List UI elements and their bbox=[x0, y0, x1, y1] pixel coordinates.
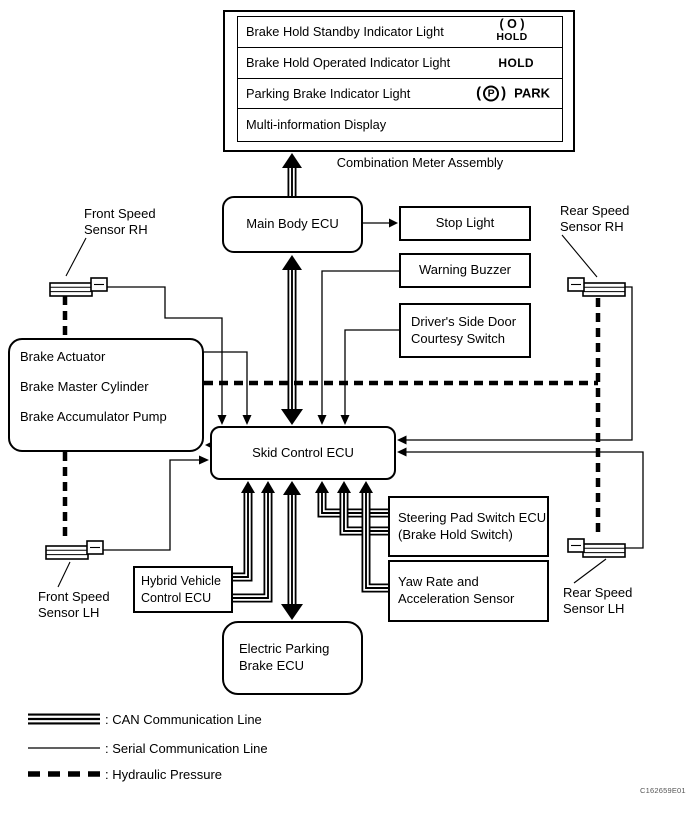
node-label-line2: Acceleration Sensor bbox=[398, 591, 515, 606]
front-rh-sensor-icon bbox=[49, 277, 108, 297]
indicator-label: Parking Brake Indicator Light bbox=[246, 85, 411, 101]
node-brake-actuator: Brake Actuator Brake Master Cylinder Bra… bbox=[8, 338, 204, 452]
label-line2: Sensor LH bbox=[563, 601, 625, 617]
label-line2: Sensor LH bbox=[38, 605, 100, 621]
node-steering-pad-switch-ecu: Steering Pad Switch ECU (Brake Hold Swit… bbox=[388, 496, 549, 557]
node-label-line1: Yaw Rate and bbox=[398, 574, 479, 590]
node-label-line1: Hybrid Vehicle bbox=[141, 574, 221, 589]
label-line1: Front Speed bbox=[38, 589, 110, 604]
meter-indicator-table: Brake Hold Standby Indicator Light ( O )… bbox=[237, 16, 563, 142]
brake-hold-standby-symbol: ( O ) bbox=[499, 17, 525, 31]
node-main-body-ecu: Main Body ECU bbox=[222, 196, 363, 253]
node-label-line2: Brake Master Cylinder bbox=[20, 378, 149, 394]
serial-communication-lines bbox=[103, 218, 644, 551]
label-rear-speed-sensor-lh: Rear Speed Sensor LH bbox=[563, 585, 632, 618]
label-line2: Sensor RH bbox=[84, 222, 148, 238]
hydraulic-pressure-lines bbox=[62, 296, 601, 540]
indicator-label: Brake Hold Standby Indicator Light bbox=[246, 24, 444, 40]
node-label: Main Body ECU bbox=[246, 216, 339, 232]
label-line1: Rear Speed bbox=[560, 203, 630, 218]
circled-p-icon: P bbox=[483, 85, 500, 102]
legend-serial-label: : Serial Communication Line bbox=[105, 741, 268, 756]
node-label-line2: (Brake Hold Switch) bbox=[398, 526, 513, 542]
rear-lh-sensor-icon bbox=[567, 538, 626, 558]
label-front-speed-sensor-lh: Front Speed Sensor LH bbox=[38, 589, 110, 622]
indicator-label: Multi-information Display bbox=[246, 117, 387, 133]
node-label-line1: Steering Pad Switch ECU bbox=[398, 509, 547, 525]
meter-row-brake-hold-standby: Brake Hold Standby Indicator Light ( O )… bbox=[238, 17, 562, 48]
hold-caption: HOLD bbox=[496, 30, 528, 43]
node-label-line2: Control ECU bbox=[141, 590, 212, 605]
node-label-line2: Brake ECU bbox=[239, 658, 305, 673]
node-label-line1: Brake Actuator bbox=[20, 349, 106, 364]
node-label-line1: Electric Parking bbox=[239, 641, 330, 657]
parking-brake-indicator-icon: ( P ) PARK bbox=[476, 85, 550, 102]
node-label: Warning Buzzer bbox=[419, 262, 511, 278]
legend-hydraulic-label: : Hydraulic Pressure bbox=[105, 767, 223, 782]
node-skid-control-ecu: Skid Control ECU bbox=[210, 426, 396, 480]
meter-row-brake-hold-operated: Brake Hold Operated Indicator Light HOLD bbox=[238, 48, 562, 79]
meter-row-parking-brake: Parking Brake Indicator Light ( P ) PARK bbox=[238, 79, 562, 110]
brake-hold-standby-indicator-icon: ( O ) HOLD bbox=[480, 17, 544, 43]
indicator-label: Brake Hold Operated Indicator Light bbox=[246, 55, 451, 71]
park-caption: PARK bbox=[514, 85, 550, 101]
legend-can-label: : CAN Communication Line bbox=[105, 712, 262, 727]
node-label-line3: Brake Accumulator Pump bbox=[20, 408, 167, 424]
node-hybrid-vehicle-control-ecu: Hybrid Vehicle Control ECU bbox=[133, 566, 233, 613]
front-lh-sensor-icon bbox=[45, 540, 104, 560]
label-front-speed-sensor-rh: Front Speed Sensor RH bbox=[84, 206, 156, 239]
label-rear-speed-sensor-rh: Rear Speed Sensor RH bbox=[560, 203, 629, 236]
node-label-line2: Courtesy Switch bbox=[411, 330, 505, 346]
node-label: Skid Control ECU bbox=[252, 444, 354, 460]
node-yaw-rate-sensor: Yaw Rate and Acceleration Sensor bbox=[388, 560, 549, 622]
figure-code: C162659E01 bbox=[640, 786, 686, 795]
label-line1: Rear Speed bbox=[563, 585, 633, 600]
node-warning-buzzer: Warning Buzzer bbox=[399, 253, 531, 288]
brake-hold-operated-indicator-icon: HOLD bbox=[498, 55, 534, 70]
node-electric-parking-brake-ecu: Electric Parking Brake ECU bbox=[222, 621, 363, 695]
node-label: Stop Light bbox=[435, 215, 495, 231]
paren-open: ( bbox=[476, 84, 482, 102]
node-label-line1: Driver's Side Door bbox=[411, 313, 517, 329]
combination-meter-caption: Combination Meter Assembly bbox=[336, 155, 504, 170]
paren-close: ) bbox=[501, 84, 507, 102]
label-pointer-lines bbox=[57, 234, 607, 588]
node-stop-light: Stop Light bbox=[399, 206, 531, 241]
rear-rh-sensor-icon bbox=[567, 277, 626, 297]
meter-row-multi-information-display: Multi-information Display bbox=[238, 109, 562, 140]
node-courtesy-switch: Driver's Side Door Courtesy Switch bbox=[399, 303, 531, 358]
can-communication-lines bbox=[233, 153, 388, 620]
label-line2: Sensor RH bbox=[560, 219, 624, 235]
label-line1: Front Speed bbox=[84, 206, 156, 221]
